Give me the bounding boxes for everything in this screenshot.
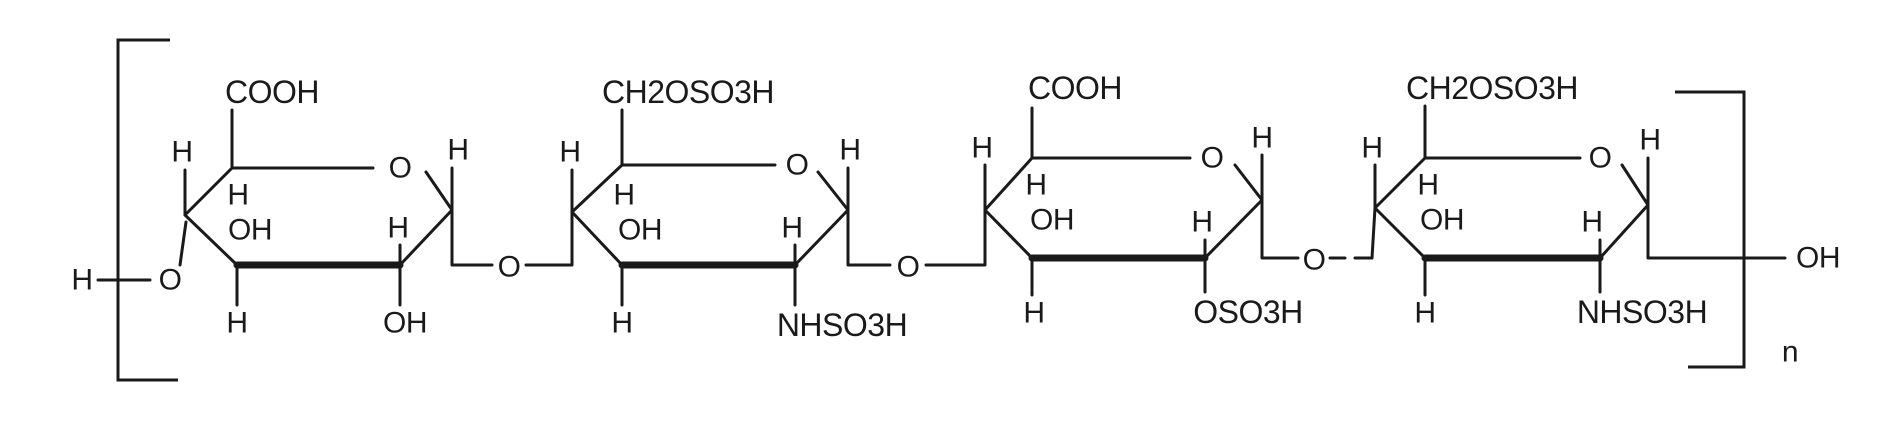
s4-h-inner: H	[1417, 169, 1438, 202]
terminal-o: O	[159, 264, 182, 297]
s3-cooh-label: COOH	[1028, 70, 1122, 106]
s1-h-right-upper: H	[387, 212, 408, 245]
s1-h-left: H	[171, 136, 192, 169]
s2-h-anomeric: H	[839, 134, 860, 167]
s4-h-left: H	[1361, 132, 1382, 165]
terminal-h: H	[71, 264, 92, 297]
s4-ch2oso3h-label: CH2OSO3H	[1406, 70, 1578, 106]
s2-h-left: H	[559, 136, 580, 169]
s2-h-inner: H	[613, 179, 634, 212]
s1-cooh-label: COOH	[225, 74, 319, 110]
glycosidic-bond-2	[846, 208, 987, 267]
ring-1-bonds	[183, 166, 454, 267]
s1-oh-inner: OH	[228, 214, 272, 247]
s2-h-bottom: H	[611, 307, 632, 340]
s4-oh-inner: OH	[1420, 204, 1464, 237]
s3-h-bottom: H	[1023, 297, 1044, 330]
sugar-unit-4: O CH2OSO3H H H OH H H H NHSO3H	[1361, 70, 1707, 330]
right-bracket	[1675, 90, 1746, 369]
terminal-oh: OH	[1796, 242, 1840, 275]
s2-h-right-upper: H	[781, 212, 802, 245]
s4-h-right-upper: H	[1581, 206, 1602, 239]
s4-nhso3h-label: NHSO3H	[1577, 294, 1707, 330]
s4-h-bottom: H	[1414, 297, 1435, 330]
s2-oh-inner: OH	[618, 214, 662, 247]
repeat-count-n: n	[1782, 336, 1798, 369]
sugar-unit-3: O COOH H H OH H H H OSO3H	[971, 70, 1303, 330]
s1-h-bottom: H	[226, 307, 247, 340]
s3-oh-inner: OH	[1030, 204, 1074, 237]
s2-ch2oso3h-label: CH2OSO3H	[602, 74, 774, 110]
ring-2-oxygen: O	[786, 149, 809, 182]
s3-h-left: H	[971, 132, 992, 165]
s4-h-anomeric: H	[1639, 124, 1660, 157]
terminal-oh-bond	[1646, 203, 1787, 260]
glycosidic-oxygen-2: O	[897, 251, 920, 284]
ring-4-oxygen: O	[1589, 142, 1612, 175]
s3-h-anomeric: H	[1251, 122, 1272, 155]
ring-3-oxygen: O	[1201, 142, 1224, 175]
s3-h-right-upper: H	[1191, 206, 1212, 239]
left-bracket	[116, 38, 178, 382]
s3-h-inner: H	[1025, 169, 1046, 202]
glycosidic-oxygen-3: O	[1303, 244, 1326, 277]
terminal-o-ring-bond	[178, 220, 188, 267]
sugar-unit-1: O COOH H H OH H H H OH	[171, 74, 469, 340]
glycosidic-oxygen-1: O	[498, 251, 521, 284]
glycosidic-bond-3	[1260, 198, 1377, 260]
s2-nhso3h-label: NHSO3H	[777, 307, 907, 343]
sugar-unit-2: O CH2OSO3H H H OH H H H NHSO3H	[559, 74, 907, 343]
s3-oso3h-label: OSO3H	[1193, 294, 1303, 330]
glycosidic-bond-1	[450, 208, 574, 267]
ring-1-oxygen: O	[389, 152, 412, 185]
s1-h-inner: H	[227, 179, 248, 212]
s1-h-anomeric: H	[447, 134, 468, 167]
s1-oh-bottom: OH	[383, 307, 427, 340]
